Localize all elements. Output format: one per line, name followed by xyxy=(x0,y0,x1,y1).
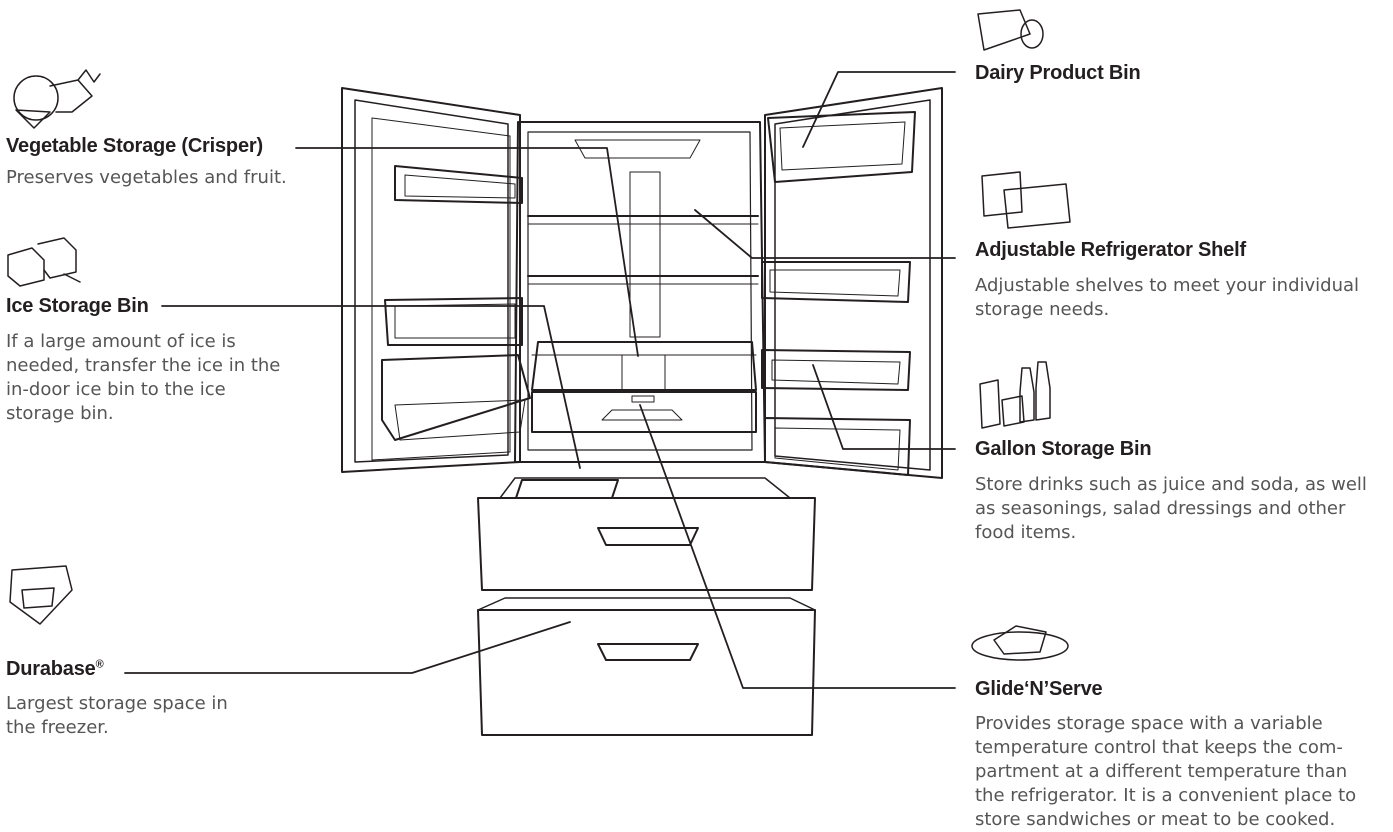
ice-cubes-icon xyxy=(8,238,80,286)
ice-storage-bin-description: If a large amount of ice is needed, tran… xyxy=(6,331,281,424)
leader-ice xyxy=(162,306,580,468)
meat-plate-icon xyxy=(972,626,1068,660)
freezer-drawers xyxy=(478,478,815,735)
leader-shelf xyxy=(695,210,955,258)
vegetable-storage-description: Preserves vegetables and fruit. xyxy=(6,167,287,188)
leader-lines xyxy=(125,72,955,688)
vegetable-storage-title: Vegetable Storage (Crisper) xyxy=(6,135,263,157)
leader-durabase xyxy=(125,622,570,673)
leader-glide xyxy=(640,405,955,688)
ice-storage-bin-title: Ice Storage Bin xyxy=(6,295,149,317)
leader-dairy xyxy=(803,72,955,147)
drinks-bottles-icon xyxy=(980,362,1050,428)
adjustable-shelf-title: Adjustable Refrigerator Shelf xyxy=(975,239,1246,261)
frozen-food-bag-icon xyxy=(10,566,72,624)
cheese-egg-icon xyxy=(978,10,1043,50)
glide-n-serve-description: Provides storage space with a variable t… xyxy=(975,713,1357,830)
vegetable-fruit-icon xyxy=(14,70,100,128)
durabase-title: Durabase® xyxy=(6,658,104,680)
leader-gallon xyxy=(813,365,955,449)
leader-vegetable xyxy=(296,148,638,356)
glide-n-serve-title: Glide‘N’Serve xyxy=(975,678,1103,700)
left-door xyxy=(342,88,530,472)
durabase-description: Largest storage space in the freezer. xyxy=(6,693,228,738)
storage-boxes-icon xyxy=(982,172,1070,228)
right-door xyxy=(762,88,942,478)
dairy-product-bin-title: Dairy Product Bin xyxy=(975,62,1141,84)
gallon-storage-bin-title: Gallon Storage Bin xyxy=(975,438,1152,460)
adjustable-shelf-description: Adjustable shelves to meet your individu… xyxy=(975,275,1360,320)
fridge-cabinet xyxy=(515,122,765,462)
gallon-storage-bin-description: Store drinks such as juice and soda, as … xyxy=(975,474,1367,543)
